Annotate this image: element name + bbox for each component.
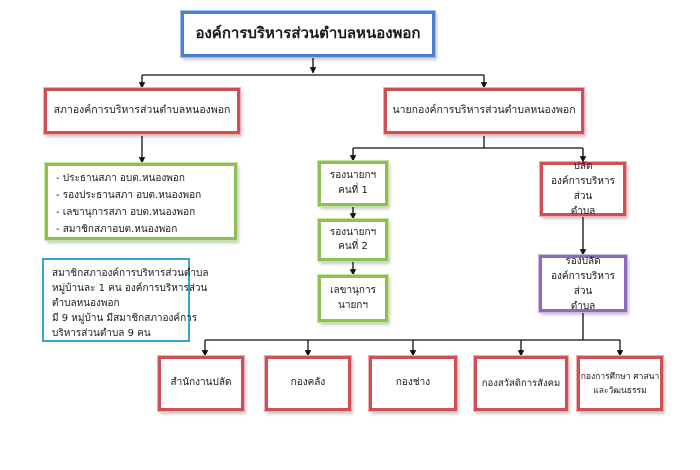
chart-title: องค์การบริหารส่วนตำบลหนองพอก — [195, 24, 421, 43]
council-note-line: หมู่บ้านละ 1 คน องค์การบริหารส่วน — [52, 283, 208, 294]
mayor-secretary-line: นายกฯ — [338, 299, 368, 311]
council-note-line: ตำบลหนองพอก — [52, 298, 120, 309]
deputy-mayor-1-line: คนที่ 1 — [338, 184, 368, 196]
division-label: สำนักงานปลัด — [170, 377, 232, 389]
council-member-item: - ประธานสภา อบต.หนองพอก — [56, 173, 185, 184]
palad-line: ตำบล — [570, 206, 596, 217]
council-note-box: สมาชิกสภาองค์การบริหารส่วนตำบล หมู่บ้านล… — [42, 258, 209, 342]
palad-box: ปลัด องค์การบริหารส่วน ตำบล — [540, 161, 626, 217]
palad-line: ปลัด — [573, 161, 593, 172]
deputy-mayor-1-box: รองนายกฯ คนที่ 1 — [318, 161, 388, 206]
council-members-list: - ประธานสภา อบต.หนองพอก - รองประธานสภา อ… — [56, 170, 201, 238]
executive-box: นายกองค์การบริหารส่วนตำบลหนองพอก — [384, 88, 584, 134]
deputy-mayor-2-line: รองนายกฯ — [329, 226, 377, 238]
mayor-secretary-box: เลขานุการ นายกฯ — [318, 275, 388, 322]
division-education: กองการศึกษา ศาสนา และวัฒนธรรม — [577, 356, 663, 411]
deputy-mayor-1-line: รองนายกฯ — [329, 170, 377, 181]
division-label: และวัฒนธรรม — [593, 385, 647, 396]
council-box: สภาองค์การบริหารส่วนตำบลหนองพอก — [44, 88, 240, 134]
division-social-welfare: กองสวัสดิการสังคม — [474, 356, 568, 411]
division-engineering: กองช่าง — [369, 356, 457, 411]
council-member-item: - สมาชิกสภาอบต.หนองพอก — [56, 224, 178, 235]
division-palad-office: สำนักงานปลัด — [158, 356, 244, 411]
executive-name: นายกองค์การบริหารส่วนตำบลหนองพอก — [392, 104, 576, 117]
palad-line: องค์การบริหารส่วน — [551, 176, 615, 202]
division-label: กองช่าง — [395, 377, 431, 389]
council-note-line: มี 9 หมู่บ้าน มีสมาชิกสภาองค์การ — [52, 313, 198, 324]
division-label: กองคลัง — [290, 377, 326, 389]
council-member-item: - เลขานุการสภา อบต.หนองพอก — [56, 207, 196, 218]
chart-title-box: องค์การบริหารส่วนตำบลหนองพอก — [181, 11, 435, 57]
mayor-secretary-line: เลขานุการ — [330, 285, 376, 296]
council-members-box: - ประธานสภา อบต.หนองพอก - รองประธานสภา อ… — [45, 163, 237, 240]
council-note-line: สมาชิกสภาองค์การบริหารส่วนตำบล — [52, 268, 209, 279]
division-finance: กองคลัง — [265, 356, 351, 411]
division-label: กองสวัสดิการสังคม — [481, 377, 561, 389]
deputy-mayor-2-line: คนที่ 2 — [338, 241, 368, 252]
council-note-line: บริหารส่วนตำบล 9 คน — [52, 328, 151, 339]
deputy-palad-line: ตำบล — [570, 300, 596, 312]
deputy-mayor-2-box: รองนายกฯ คนที่ 2 — [318, 219, 388, 261]
council-name: สภาองค์การบริหารส่วนตำบลหนองพอก — [53, 104, 231, 117]
division-label: กองการศึกษา ศาสนา — [580, 371, 660, 382]
council-member-item: - รองประธานสภา อบต.หนองพอก — [56, 190, 202, 201]
deputy-palad-line: รองปลัด — [565, 255, 601, 267]
deputy-palad-box: รองปลัด องค์การบริหารส่วน ตำบล — [539, 255, 627, 312]
deputy-palad-line: องค์การบริหารส่วน — [551, 270, 615, 297]
